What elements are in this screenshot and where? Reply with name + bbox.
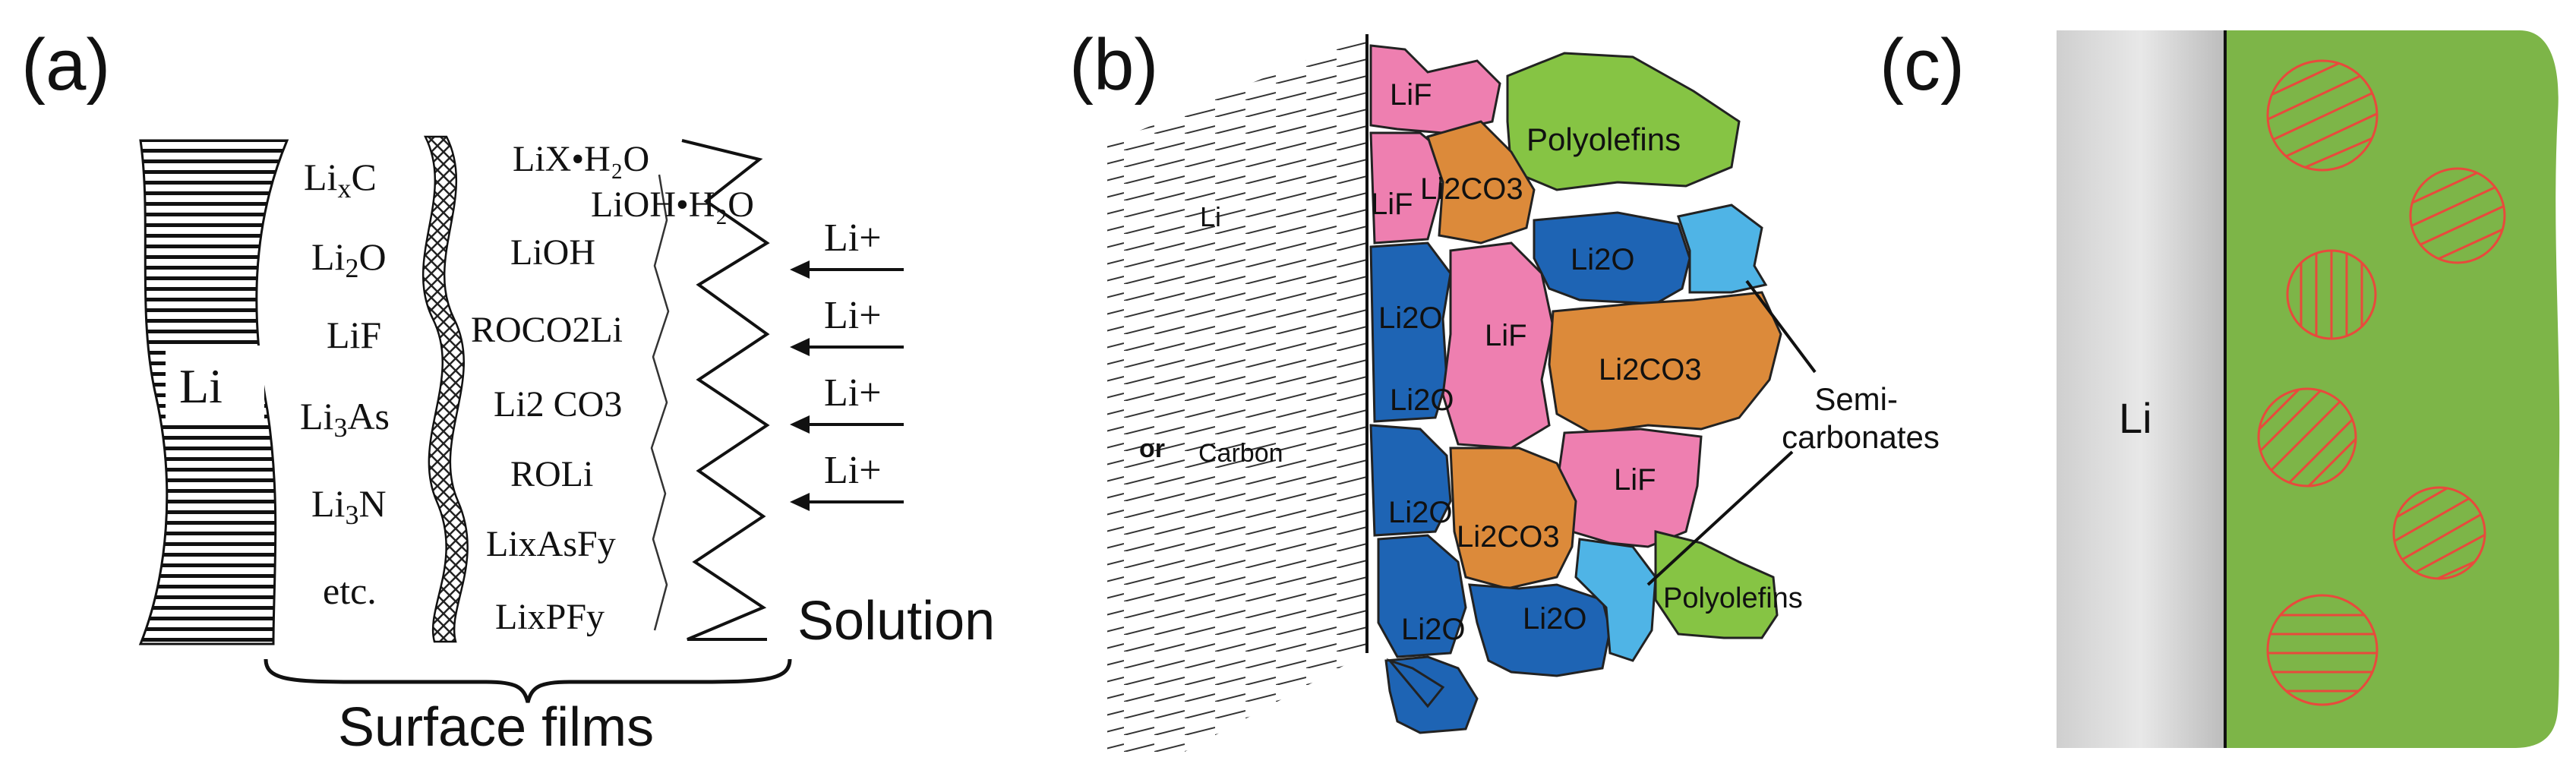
svg-text:LiOH: LiOH: [510, 232, 595, 273]
grain-lif: [1369, 44, 1501, 134]
svg-text:Li+: Li+: [824, 294, 882, 337]
panel-b: (b) Li or Carbon: [1069, 24, 1940, 752]
grain-li2o: [1369, 424, 1452, 537]
compound-column-1: LixC Li2O LiF Li3As Li3N etc.: [300, 156, 390, 612]
particle: [2257, 387, 2357, 488]
svg-text:ROCO2Li: ROCO2Li: [471, 310, 623, 350]
svg-text:LixC: LixC: [304, 156, 377, 204]
svg-text:Li2O: Li2O: [1523, 602, 1587, 636]
svg-text:etc.: etc.: [323, 570, 377, 612]
svg-text:Li2O: Li2O: [1388, 496, 1453, 529]
grain-li2o: [1386, 658, 1445, 708]
or-label: or: [1139, 434, 1165, 463]
svg-text:LiOH•H₂O: LiOH•H₂O: [591, 185, 754, 225]
svg-text:Li2CO3: Li2CO3: [1457, 520, 1560, 554]
li-plus-arrows: Li+ Li+ Li+ Li+: [790, 216, 904, 511]
svg-text:Li2O: Li2O: [1378, 301, 1443, 335]
grain-semi-carbonate: [1677, 204, 1768, 294]
svg-text:LiF: LiF: [1390, 78, 1432, 112]
solution-label: Solution: [797, 591, 995, 652]
grain-semi-carbonate: [1574, 538, 1657, 662]
svg-text:Li3As: Li3As: [300, 395, 390, 443]
li-label-a: Li: [179, 359, 223, 413]
svg-text:LiF: LiF: [327, 314, 381, 356]
li-metal-block: [2057, 30, 2225, 748]
panel-c: (c) Li: [1880, 24, 2560, 748]
zigzag-line: [681, 139, 770, 641]
surface-films-brace: [264, 658, 792, 703]
crosshatch-layer: [421, 135, 469, 643]
svg-text:LiX•H₂O: LiX•H₂O: [513, 139, 649, 179]
svg-text:Li2 CO3: Li2 CO3: [494, 384, 622, 424]
li-label-b: Li: [1200, 201, 1221, 232]
svg-text:LiF: LiF: [1371, 188, 1413, 221]
li-label-box: [166, 346, 264, 421]
panel-b-label: (b): [1069, 24, 1158, 106]
li-label-c: Li: [2119, 394, 2152, 442]
svg-text:LiF: LiF: [1614, 463, 1656, 497]
grain-li2co3: [1548, 291, 1782, 434]
semi-carbonates-pointer: [1745, 279, 1817, 374]
li-plus-arrow: Li+: [790, 371, 904, 434]
svg-text:Li+: Li+: [824, 371, 882, 415]
grain-polyolefins: [1654, 530, 1779, 639]
sei-grains: [1369, 44, 1782, 734]
semi-carbonates-label: Semi- carbonates: [1782, 381, 1940, 455]
panel-c-label: (c): [1880, 24, 1965, 106]
semi-carbonates-pointer: [1646, 450, 1794, 586]
surface-films-label: Surface films: [338, 697, 654, 758]
svg-text:Li2O: Li2O: [1401, 613, 1466, 646]
svg-text:Li2O: Li2O: [1390, 383, 1454, 417]
svg-text:Li2CO3: Li2CO3: [1420, 172, 1523, 206]
li-plus-arrow: Li+: [790, 216, 904, 279]
svg-text:Li2O: Li2O: [311, 235, 387, 283]
grain-li2co3: [1449, 447, 1577, 590]
svg-text:LixAsFy: LixAsFy: [486, 524, 616, 564]
grain-li2o: [1377, 534, 1467, 658]
grain-labels: LiF Polyolefins LiF Li2CO3 Li2O Li2O LiF…: [1371, 78, 1803, 646]
li-plus-arrow: Li+: [790, 294, 904, 356]
compound-column-2: LiX•H₂O LiOH•H₂O LiOH ROCO2Li Li2 CO3 RO…: [471, 139, 754, 637]
svg-text:ROLi: ROLi: [510, 454, 593, 494]
carbon-label: Carbon: [1198, 439, 1283, 468]
grain-lif: [1369, 131, 1444, 245]
svg-text:Li2CO3: Li2CO3: [1599, 353, 1702, 387]
svg-text:Li+: Li+: [824, 216, 882, 260]
svg-text:LixPFy: LixPFy: [495, 597, 605, 637]
svg-text:Li+: Li+: [824, 449, 882, 492]
svg-text:Polyolefins: Polyolefins: [1663, 582, 1803, 614]
sei-film: [2225, 30, 2560, 748]
svg-text:Li2O: Li2O: [1571, 243, 1635, 276]
panel-a: (a) Li LixC Li2O LiF Li3As Li3N etc. LiX…: [21, 24, 995, 758]
panel-a-label: (a): [21, 24, 110, 106]
li-plus-arrow: Li+: [790, 449, 904, 511]
svg-text:LiF: LiF: [1485, 319, 1527, 352]
svg-text:Li3N: Li3N: [311, 482, 387, 530]
grain-li2o: [1369, 241, 1452, 423]
grain-lif: [1441, 241, 1555, 450]
particle: [2266, 594, 2379, 706]
li-carbon-region: [1107, 34, 1367, 752]
grain-li2o: [1468, 583, 1612, 677]
thin-wavy-line: [650, 174, 670, 631]
grain-li2co3: [1426, 120, 1536, 245]
svg-text:Polyolefins: Polyolefins: [1526, 121, 1681, 157]
